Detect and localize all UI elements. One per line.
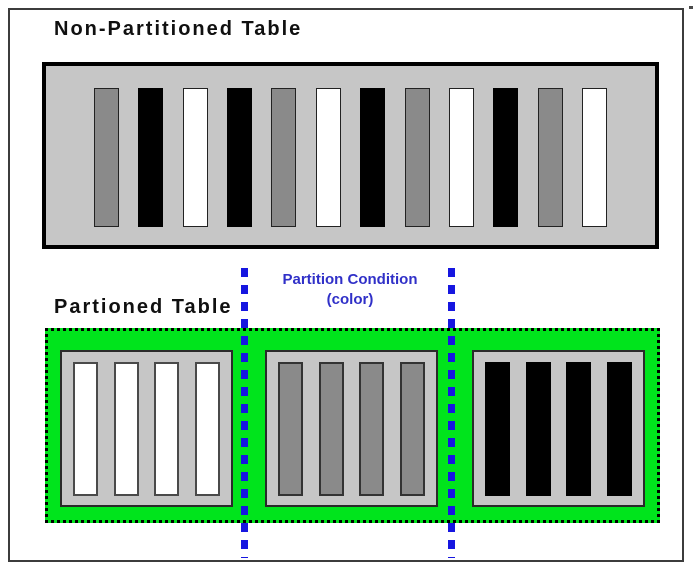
black-row-bar [525,362,551,496]
white-row-bar [448,88,474,227]
white-row-bar [154,362,180,496]
corner-artifact-mark [689,6,693,9]
partition-black [472,350,645,507]
black-row-bar [485,362,510,496]
white-row-bar [73,362,98,496]
white-row-bar [194,362,220,496]
partition-condition-line1: Partition Condition [282,271,418,288]
black-row-bar [493,88,519,227]
non-partitioned-table-title: Non-Partitioned Table [54,18,303,40]
gray-row-bar [537,88,563,227]
white-row-bar [315,88,341,227]
partition-condition-caption: Partition Condition (color) [250,270,450,310]
gray-row-bar [399,362,425,496]
partition-white [60,350,233,507]
partitioned-table-highlight-box [45,328,660,523]
partition-divider-line-right [448,268,455,558]
gray-row-bar [318,362,344,496]
white-row-bar [581,88,607,227]
gray-row-bar [94,88,119,227]
non-partitioned-table-box [42,62,659,249]
white-row-bar [182,88,208,227]
black-row-bar [360,88,386,227]
partition-gray [265,350,438,507]
gray-row-bar [271,88,297,227]
partition-condition-line2: (color) [326,291,374,308]
diagram-outer-frame [8,8,684,562]
black-row-bar [227,88,253,227]
black-row-bar [606,362,632,496]
black-row-bar [566,362,592,496]
gray-row-bar [278,362,303,496]
white-row-bar [113,362,139,496]
gray-row-bar [359,362,385,496]
gray-row-bar [404,88,430,227]
black-row-bar [138,88,164,227]
partitioned-table-title: Partioned Table [54,296,233,318]
partition-divider-line-left [241,268,248,558]
